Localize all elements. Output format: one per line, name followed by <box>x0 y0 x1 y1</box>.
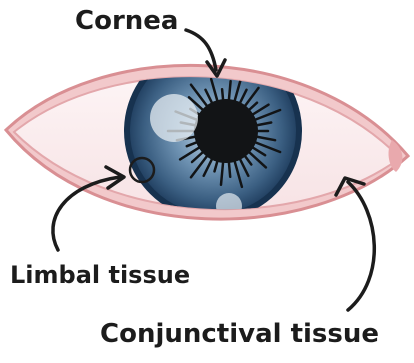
cornea-highlight <box>150 94 198 142</box>
pupil <box>194 99 258 163</box>
conjunctival-tissue-label: Conjunctival tissue <box>100 321 379 347</box>
limbal-tissue-label: Limbal tissue <box>10 263 190 287</box>
cornea-label: Cornea <box>75 8 178 34</box>
